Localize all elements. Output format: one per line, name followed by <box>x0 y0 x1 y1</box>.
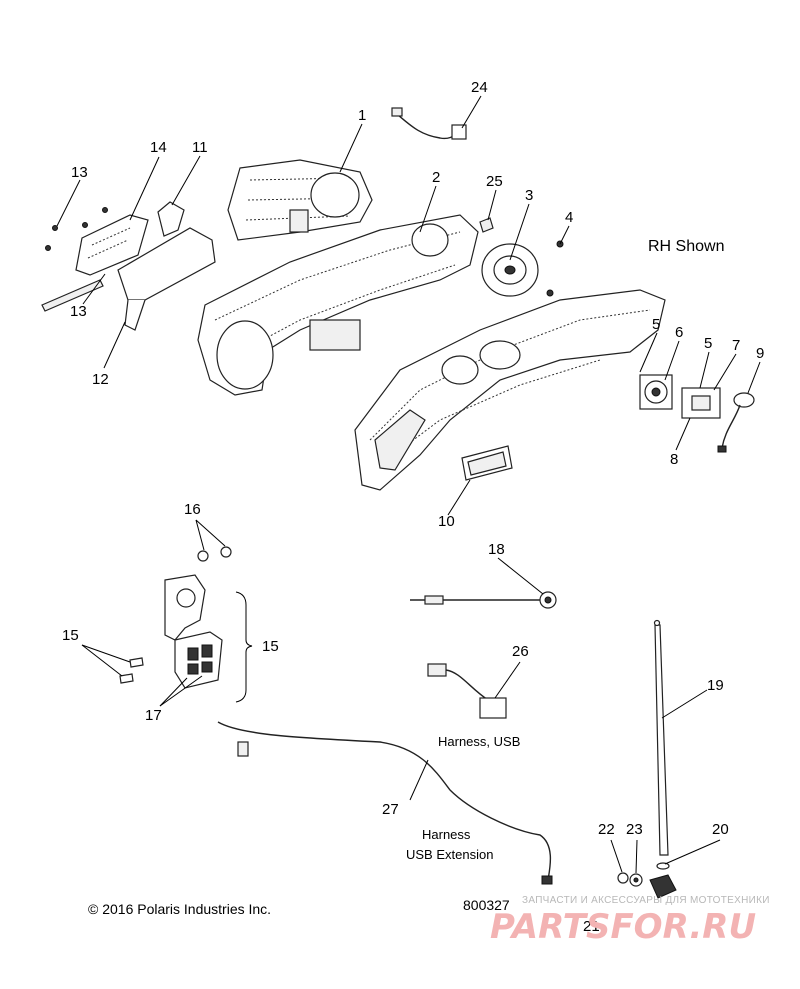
caption-harness-ext-1: Harness <box>422 827 471 842</box>
caption-harness-usb: Harness, USB <box>438 734 520 749</box>
callout-12: 12 <box>92 371 109 388</box>
leader-lines <box>56 95 761 874</box>
watermark-brand: PARTSFOR.RU <box>490 907 756 947</box>
part-7-module <box>681 387 721 419</box>
callout-17: 17 <box>145 707 162 724</box>
callout-1: 1 <box>358 107 366 124</box>
callout-11: 11 <box>192 139 208 156</box>
callout-5b: 5 <box>704 335 712 352</box>
part-10-display-unit <box>461 445 513 481</box>
part-17-usb-bracket <box>164 574 223 689</box>
part-6-speaker-bracket <box>639 374 673 410</box>
callout-4: 4 <box>565 209 573 226</box>
callout-27: 27 <box>382 801 399 818</box>
callout-22: 22 <box>598 821 615 838</box>
callout-numbers: 1 2 3 4 5 5 6 7 8 9 10 11 12 13 13 14 15… <box>62 79 764 935</box>
callout-18: 18 <box>488 541 505 558</box>
part-15-screws <box>119 657 144 684</box>
callout-26: 26 <box>512 643 529 660</box>
part-2-upper-dash-panel <box>197 214 479 396</box>
rh-shown-note: RH Shown <box>648 238 724 255</box>
callout-15b: 15 <box>262 638 279 655</box>
part-13-screws <box>41 207 108 312</box>
callout-9: 9 <box>756 345 764 362</box>
callout-21: 21 <box>583 918 600 935</box>
callout-20: 20 <box>712 821 729 838</box>
part-12-bracket <box>117 227 216 331</box>
part-1-console-housing <box>227 159 373 241</box>
callout-16: 16 <box>184 501 201 518</box>
callout-3: 3 <box>525 187 533 204</box>
callout-5a: 5 <box>652 316 660 333</box>
part-4-screw-2 <box>546 289 554 297</box>
main-dash-panel <box>354 289 666 491</box>
watermark-tagline: ЗАПЧАСТИ И АКСЕССУАРЫ ДЛЯ МОТОТЕХНИКИ <box>522 895 770 906</box>
drawing-number: 800327 <box>463 897 510 913</box>
callout-6: 6 <box>675 324 683 341</box>
callout-19: 19 <box>707 677 724 694</box>
callout-13b: 13 <box>70 303 87 320</box>
part-11-switch <box>157 201 185 237</box>
part-18-cable <box>410 591 557 609</box>
part-19-antenna <box>653 619 669 856</box>
part-14-plate <box>75 214 149 276</box>
callout-7: 7 <box>732 337 740 354</box>
callout-23: 23 <box>626 821 643 838</box>
callout-2: 2 <box>432 169 440 186</box>
part-25-clip <box>479 217 494 233</box>
callout-13a: 13 <box>71 164 88 181</box>
callout-15a: 15 <box>62 627 79 644</box>
callout-8: 8 <box>670 451 678 468</box>
part-9-connector <box>717 392 755 453</box>
part-3-speaker <box>481 243 539 297</box>
callout-10: 10 <box>438 513 455 530</box>
callout-25: 25 <box>486 173 503 190</box>
watermark: ЗАПЧАСТИ И АКСЕССУАРЫ ДЛЯ МОТОТЕХНИКИ PA… <box>490 895 770 947</box>
part-27-usb-extension <box>217 721 553 885</box>
part-16-fasteners <box>197 546 232 562</box>
caption-harness-ext-2: USB Extension <box>406 847 493 862</box>
copyright-notice: © 2016 Polaris Industries Inc. <box>88 901 271 917</box>
callout-14: 14 <box>150 139 167 156</box>
parts-20-23-antenna-base <box>617 862 677 899</box>
part-26-usb-harness <box>427 663 507 719</box>
part-24-sensor-wire <box>391 107 467 140</box>
callout-24: 24 <box>471 79 488 96</box>
group-brace <box>235 591 253 703</box>
